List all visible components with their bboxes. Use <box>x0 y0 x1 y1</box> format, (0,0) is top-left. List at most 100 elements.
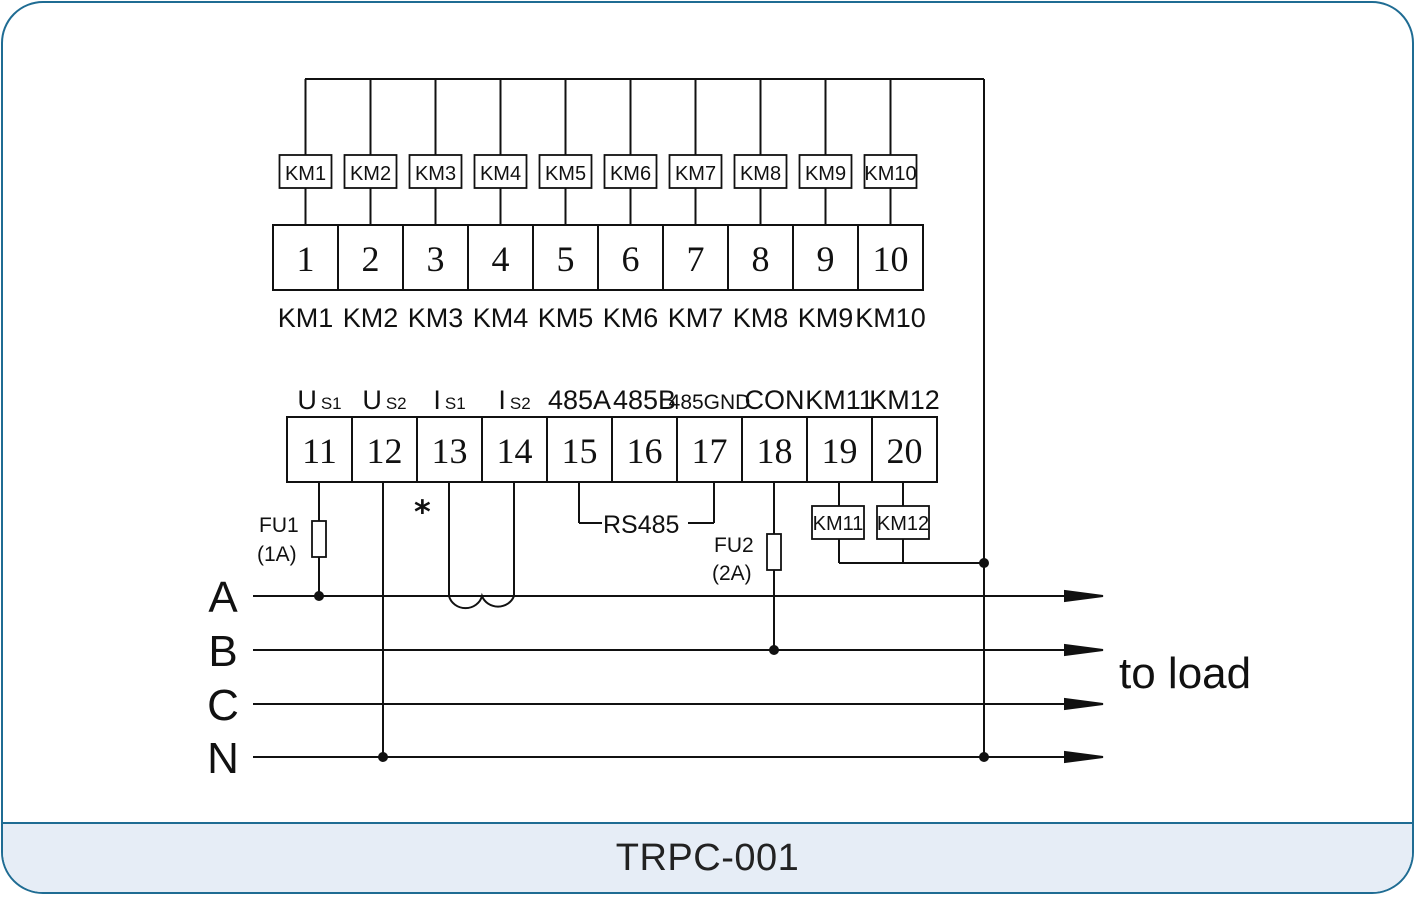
terminal-header: 485B <box>613 385 676 415</box>
top-terminal-strip: 1KM12KM23KM34KM45KM56KM67KM78KM89KM910KM… <box>272 224 926 333</box>
terminal-number: 2 <box>362 239 380 279</box>
fu2-label: FU2 <box>714 534 754 557</box>
relay-label: KM3 <box>415 163 456 185</box>
terminal-label: KM7 <box>668 303 724 333</box>
terminal-label: KM2 <box>343 303 399 333</box>
terminal-number: 16 <box>627 431 663 471</box>
terminal-3 <box>402 224 469 291</box>
terminal-20 <box>871 416 938 483</box>
to-load-label: to load <box>1119 649 1251 698</box>
terminal-number: 20 <box>887 431 923 471</box>
relay-box <box>408 154 463 189</box>
junction-dot <box>979 558 989 568</box>
km11-relay <box>811 505 865 540</box>
terminal-17 <box>676 416 743 483</box>
terminal-9 <box>792 224 859 291</box>
terminal-label: KM5 <box>538 303 594 333</box>
km12-relay-label: KM12 <box>877 513 929 535</box>
us2-branch <box>378 482 388 762</box>
terminal-header: CON <box>745 385 805 415</box>
relay-label: KM9 <box>805 163 846 185</box>
relay-label: KM8 <box>740 163 781 185</box>
terminal-number: 4 <box>492 239 510 279</box>
terminal-number: 19 <box>822 431 858 471</box>
terminal-2 <box>337 224 404 291</box>
terminal-header: KM11 <box>805 385 874 415</box>
phase-label-n: N <box>207 734 239 783</box>
terminal-number: 6 <box>622 239 640 279</box>
terminal-number: 17 <box>692 431 728 471</box>
terminal-number: 10 <box>873 239 909 279</box>
relay-label: KM5 <box>545 163 586 185</box>
terminal-label: KM1 <box>278 303 334 333</box>
relay-label: KM2 <box>350 163 391 185</box>
relay-label: KM4 <box>480 163 521 185</box>
terminal-14 <box>481 416 548 483</box>
phase-label-b: B <box>208 627 237 676</box>
relay-label: KM10 <box>864 163 916 185</box>
relay-label: KM6 <box>610 163 651 185</box>
fu2-fuse <box>766 533 782 571</box>
terminal-10 <box>857 224 924 291</box>
terminal-number: 13 <box>432 431 468 471</box>
relay-label: KM7 <box>675 163 716 185</box>
terminal-number: 7 <box>687 239 705 279</box>
junction-dot <box>769 645 779 655</box>
terminal-number: 5 <box>557 239 575 279</box>
top-relay-row: KM1 KM2 KM3 KM4 KM5 KM6 KM7 KM8 KM9 KM10 <box>278 79 918 225</box>
arrow-icon <box>1064 643 1104 657</box>
terminal-header: 485GND <box>669 391 751 414</box>
km11-km12-branch: KM11 KM12 <box>811 482 989 568</box>
relay-box <box>278 154 333 189</box>
terminal-4 <box>467 224 534 291</box>
arrow-icon <box>1064 750 1104 764</box>
terminal-number: 1 <box>297 239 315 279</box>
relay-box <box>538 154 593 189</box>
terminal-12 <box>351 416 418 483</box>
fu1-fuse <box>311 520 327 558</box>
ct-polarity-mark: * <box>414 493 431 531</box>
terminal-number: 15 <box>562 431 598 471</box>
rs485-label: RS485 <box>603 511 679 539</box>
terminal-label: KM4 <box>473 303 529 333</box>
phase-label-c: C <box>207 681 239 730</box>
terminal-19 <box>806 416 873 483</box>
terminal-header: KM12 <box>869 385 940 415</box>
terminal-label: KM9 <box>798 303 854 333</box>
footer-bar: TRPC-001 <box>3 822 1412 892</box>
terminal-label: KM10 <box>855 303 926 333</box>
terminal-13 <box>416 416 483 483</box>
relay-box <box>798 154 853 189</box>
fu1-label: FU1 <box>259 514 299 537</box>
junction-dot <box>979 752 989 762</box>
km11-relay-label: KM11 <box>813 513 864 535</box>
km12-relay <box>876 505 930 540</box>
junction-dot <box>378 752 388 762</box>
current-transformer: * <box>414 482 515 610</box>
terminal-number: 11 <box>302 431 337 471</box>
fu1-branch: FU1 (1A) <box>257 482 327 601</box>
arrow-icon <box>1064 697 1104 711</box>
fu1-rating: (1A) <box>257 543 297 566</box>
relay-label: KM1 <box>285 163 326 185</box>
fu2-rating: (2A) <box>712 562 752 585</box>
phase-label-a: A <box>208 573 238 622</box>
terminal-number: 18 <box>757 431 793 471</box>
junction-dot <box>314 591 324 601</box>
terminal-8 <box>727 224 794 291</box>
rs485-bracket: RS485 <box>578 482 715 539</box>
terminal-number: 14 <box>497 431 533 471</box>
model-number: TRPC-001 <box>615 836 800 879</box>
terminal-5 <box>532 224 599 291</box>
fu2-branch: FU2 (2A) <box>712 482 782 655</box>
terminal-label: KM3 <box>408 303 464 333</box>
terminal-number: 8 <box>752 239 770 279</box>
